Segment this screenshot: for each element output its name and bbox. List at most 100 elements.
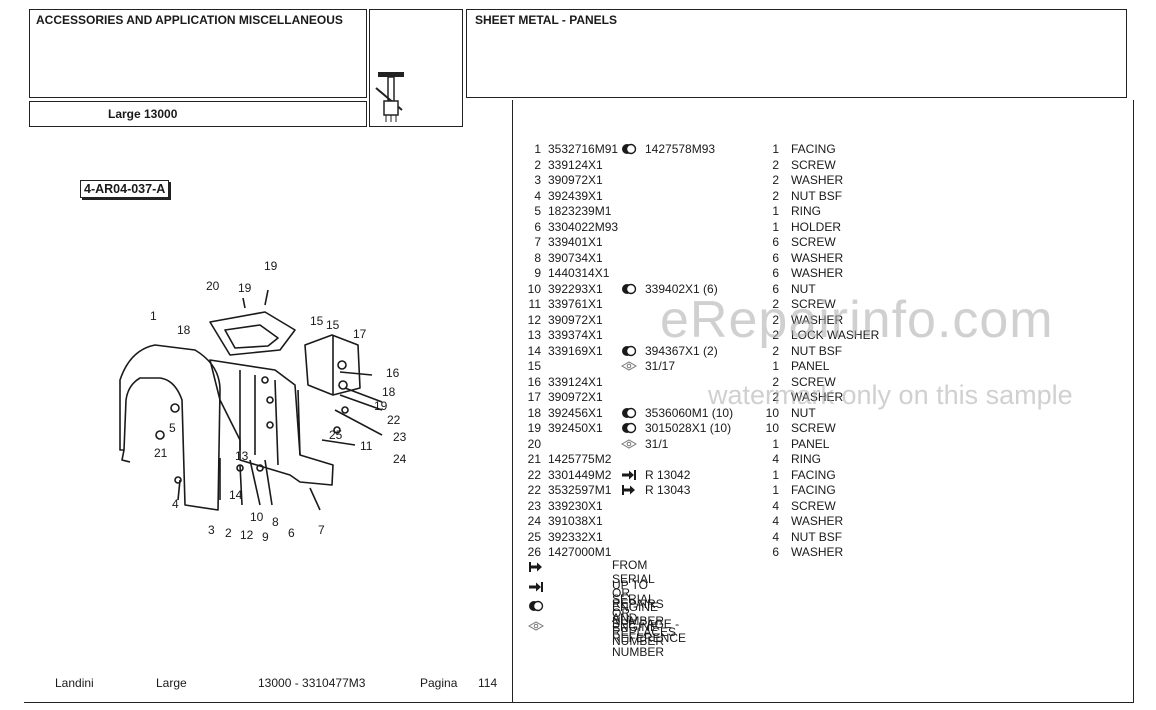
see-page-icon — [620, 361, 638, 371]
callout-14: 14 — [229, 488, 243, 502]
part-number: 339230X1 — [548, 498, 603, 513]
legend-symbol — [528, 561, 544, 576]
item-number: 5 — [534, 204, 541, 218]
callout-20: 20 — [206, 279, 220, 293]
item-number: 12 — [527, 312, 541, 327]
part-number: 1427000M1 — [548, 545, 612, 559]
quantity: 2 — [772, 328, 779, 342]
holder-shape — [209, 359, 334, 486]
part-number: 392456X1 — [548, 405, 603, 420]
item-number: 4 — [534, 188, 541, 203]
callout-15b: 15 — [326, 318, 340, 332]
description: NUT BSF — [791, 188, 843, 203]
alternate-reference: R 13043 — [645, 483, 691, 497]
quantity: 4 — [772, 529, 779, 544]
item-number: 1 — [534, 142, 541, 156]
description: FACING — [791, 467, 836, 482]
section-title: ACCESSORIES AND APPLICATION MISCELLANEOU… — [36, 13, 343, 27]
callout-21: 21 — [154, 446, 168, 460]
callout-10: 10 — [250, 510, 264, 524]
model-label: Large 13000 — [108, 107, 178, 121]
callout-6: 6 — [288, 526, 295, 540]
quantity: 2 — [772, 297, 779, 311]
description: HOLDER — [791, 219, 842, 234]
callout-4: 4 — [172, 497, 179, 511]
callout-23: 23 — [393, 430, 407, 444]
part-number: 339761X1 — [548, 297, 603, 311]
quantity: 6 — [772, 235, 779, 249]
symbol-cell — [621, 407, 637, 422]
symbol-cell — [621, 422, 637, 437]
repairs-replaces-icon — [622, 143, 637, 155]
symbol-cell — [621, 484, 637, 499]
watermark-site: eRepairinfo.com — [660, 291, 1054, 349]
quantity: 10 — [765, 405, 779, 420]
callout-15a: 15 — [310, 314, 324, 328]
description: SCREW — [791, 157, 836, 172]
alternate-reference: 31/17 — [645, 359, 676, 373]
item-number: 21 — [527, 452, 541, 466]
quantity: 2 — [772, 390, 779, 404]
part-number: 339401X1 — [548, 235, 603, 249]
description: NUT — [791, 405, 816, 420]
callout-16: 16 — [386, 366, 400, 380]
description: WASHER — [791, 312, 844, 327]
repairs-replaces-icon — [529, 600, 544, 612]
callout-13: 13 — [235, 449, 249, 463]
page-border-bottom — [24, 702, 1134, 703]
tractor-part-icon — [375, 72, 404, 122]
part-number: 390972X1 — [548, 173, 603, 187]
item-number: 7 — [534, 235, 541, 249]
item-number: 25 — [527, 529, 541, 544]
diagram-ref-code: 4-AR04-037-A — [80, 180, 170, 198]
callout-22: 22 — [387, 413, 401, 427]
item-number: 20 — [527, 436, 541, 451]
quantity: 2 — [772, 312, 779, 327]
repairs-replaces-icon — [622, 283, 637, 294]
symbol-cell — [621, 469, 637, 484]
item-number: 22 — [527, 467, 541, 482]
see-page-icon — [620, 438, 638, 449]
description: FACING — [791, 142, 836, 156]
part-number: 339124X1 — [548, 374, 603, 389]
quantity: 1 — [772, 219, 779, 234]
legend-symbol — [528, 581, 544, 596]
description: WASHER — [791, 173, 844, 187]
item-number: 18 — [527, 405, 541, 420]
side-panel-shape — [304, 334, 361, 396]
legend-text: FROM SERIAL OR ENGINE NUMBER — [612, 558, 665, 628]
footer-page-number: 114 — [478, 676, 498, 690]
footer-brand: Landini — [55, 676, 94, 690]
part-number: 339374X1 — [548, 328, 603, 342]
from-serial-icon — [622, 485, 635, 495]
part-number: 390972X1 — [548, 390, 603, 404]
quantity: 1 — [772, 142, 779, 156]
legend-symbol — [527, 620, 545, 635]
quantity: 6 — [772, 250, 779, 265]
quantity: 1 — [772, 359, 779, 373]
description: NUT — [791, 281, 816, 296]
callout-3: 3 — [208, 523, 215, 537]
item-number: 22 — [527, 483, 541, 497]
model-box: Large 13000 — [29, 101, 367, 127]
description: WASHER — [791, 266, 844, 280]
part-number: 390972X1 — [548, 312, 603, 327]
description: WASHER — [791, 514, 844, 528]
legend-text: UP TO SERIAL OR ENGINE NUMBER — [612, 577, 665, 648]
symbol-cell — [620, 438, 638, 453]
alternate-reference: R 13042 — [645, 467, 691, 482]
item-number: 14 — [527, 343, 541, 358]
callout-11: 11 — [360, 439, 373, 453]
item-number: 2 — [534, 157, 541, 172]
callout-24: 24 — [393, 452, 407, 466]
quantity: 1 — [772, 436, 779, 451]
callout-2: 2 — [225, 526, 232, 540]
symbol-cell — [621, 345, 637, 360]
callout-5: 5 — [169, 421, 176, 435]
section-title-box: ACCESSORIES AND APPLICATION MISCELLANEOU… — [29, 9, 367, 98]
quantity: 1 — [772, 483, 779, 497]
exploded-parts-diagram: 1 20 19 19 18 15 15 17 16 18 19 22 25 23… — [119, 259, 407, 544]
callout-19a: 19 — [238, 281, 252, 295]
legend-symbol — [528, 600, 544, 615]
quantity: 2 — [772, 188, 779, 203]
